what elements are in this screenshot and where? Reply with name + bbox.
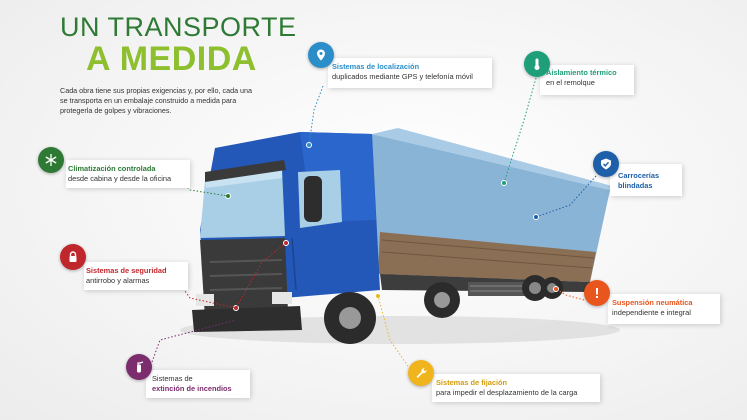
card-seguridad xyxy=(84,262,188,290)
label-fijacion: Sistemas de fijación para impedir el des… xyxy=(436,378,577,398)
thermometer-icon xyxy=(524,51,550,77)
card-carrocerias xyxy=(610,164,682,196)
title-seguridad: Sistemas de seguridad xyxy=(86,266,167,275)
label-carrocerias: Carrocerías blindadas xyxy=(618,171,659,191)
card-climatizacion xyxy=(66,160,190,188)
desc-localizacion: duplicados mediante GPS y telefonía móvi… xyxy=(332,72,473,81)
label-extincion: Sistemas de extinción de incendios xyxy=(152,374,232,394)
title-extincion: extinción de incendios xyxy=(152,384,232,393)
exclamation-icon xyxy=(584,280,610,306)
card-aislamiento xyxy=(540,65,634,95)
intro-text: Cada obra tiene sus propias exigencias y… xyxy=(60,86,253,115)
card-extincion xyxy=(146,370,250,398)
title-localizacion: Sistemas de localización xyxy=(332,62,420,71)
padlock-icon xyxy=(60,244,86,270)
label-climatizacion: Climatización controlada desde cabina y … xyxy=(68,164,171,184)
wrench-icon xyxy=(408,360,434,386)
shield-check-icon xyxy=(593,151,619,177)
desc-fijacion: para impedir el desplazamiento de la car… xyxy=(436,388,578,397)
desc-suspension: independiente e integral xyxy=(612,308,691,317)
fire-extinguisher-icon xyxy=(126,354,152,380)
card-suspension xyxy=(608,294,720,324)
title-climatizacion: Climatización controlada xyxy=(68,164,156,173)
title-carrocerias-2: blindadas xyxy=(618,181,653,190)
title-suspension: Suspensión neumática xyxy=(612,298,693,307)
card-fijacion xyxy=(432,374,600,402)
label-seguridad: Sistemas de seguridad antirrobo y alarma… xyxy=(86,266,167,286)
label-localizacion: Sistemas de localización duplicados medi… xyxy=(332,62,473,82)
title-aislamiento: Aislamiento térmico xyxy=(546,68,617,77)
title-fijacion: Sistemas de fijación xyxy=(436,378,508,387)
label-aislamiento: Aislamiento térmico en el remolque xyxy=(546,68,617,88)
title-carrocerias-1: Carrocerías xyxy=(618,171,660,180)
card-localizacion xyxy=(328,58,492,88)
label-suspension: Suspensión neumática independiente e int… xyxy=(612,298,693,318)
snowflake-icon xyxy=(38,147,64,173)
desc-seguridad: antirrobo y alarmas xyxy=(86,276,150,285)
desc-climatizacion: desde cabina y desde la oficina xyxy=(68,174,172,183)
desc-aislamiento: en el remolque xyxy=(546,78,595,87)
pre-extincion: Sistemas de xyxy=(152,374,193,383)
title-line-1: UN TRANSPORTE xyxy=(60,12,297,42)
title-line-2: A MEDIDA xyxy=(86,40,257,78)
location-pin-icon xyxy=(308,42,334,68)
